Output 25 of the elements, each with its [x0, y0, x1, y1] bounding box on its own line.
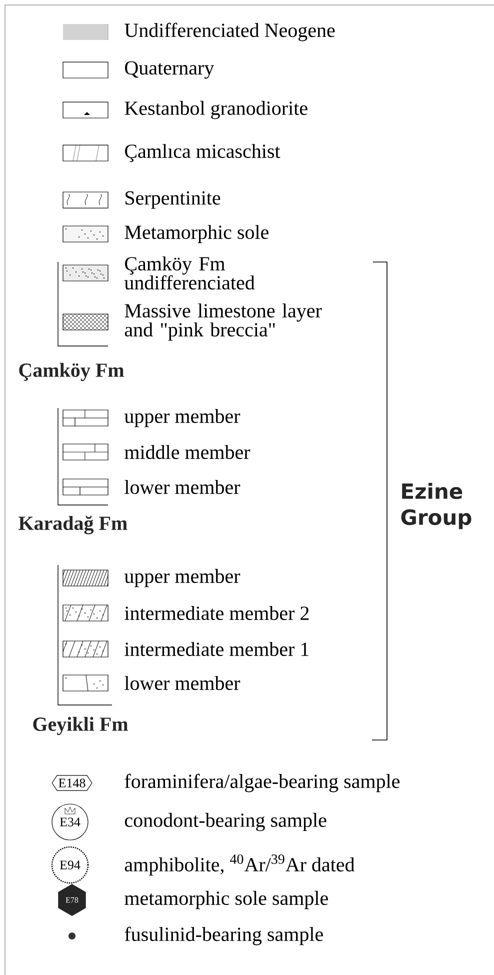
legend-label: upper member — [124, 408, 240, 428]
legend-label: intermediate member 2 — [124, 606, 309, 620]
legend-label: Undifferenciated Neogene — [124, 22, 335, 42]
legend-label: lower member — [124, 676, 240, 690]
dot-symbol — [68, 932, 76, 940]
formation-label: Geyikli Fm — [33, 716, 128, 736]
sample-description: foraminifera/algae-bearing sample — [124, 774, 400, 792]
legend-label: Quaternary — [125, 61, 214, 79]
legend-label: Kestanbol granodiorite — [124, 100, 308, 120]
legend-label: Metamorphic sole — [124, 224, 268, 244]
legend-label: Çamlıca micaschist — [125, 144, 280, 162]
formation-label: Karadağ Fm — [18, 516, 128, 534]
legend-label: upper member — [124, 568, 240, 588]
sample-description: conodont-bearing sample — [124, 812, 326, 832]
legend-label: intermediate member 1 — [124, 642, 309, 656]
legend-label: Massive limestone layer and "pink breccia" — [124, 303, 322, 341]
formation-label: Çamköy Fm — [19, 362, 124, 382]
legend-label: Serpentinite — [126, 191, 220, 209]
legend-label: Çamköy Fm undifferenciated — [124, 256, 255, 290]
legend-label: middle member — [124, 444, 250, 460]
sample-description: amphibolite, $^{40}$Ar/$^{39}$Ar dated — [124, 854, 355, 876]
group-label: Ezine Group — [401, 482, 472, 530]
sample-description: fusulinid-bearing sample — [124, 926, 323, 946]
legend-label: lower member — [124, 480, 240, 494]
sample-description: metamorphic sole sample — [124, 890, 328, 910]
